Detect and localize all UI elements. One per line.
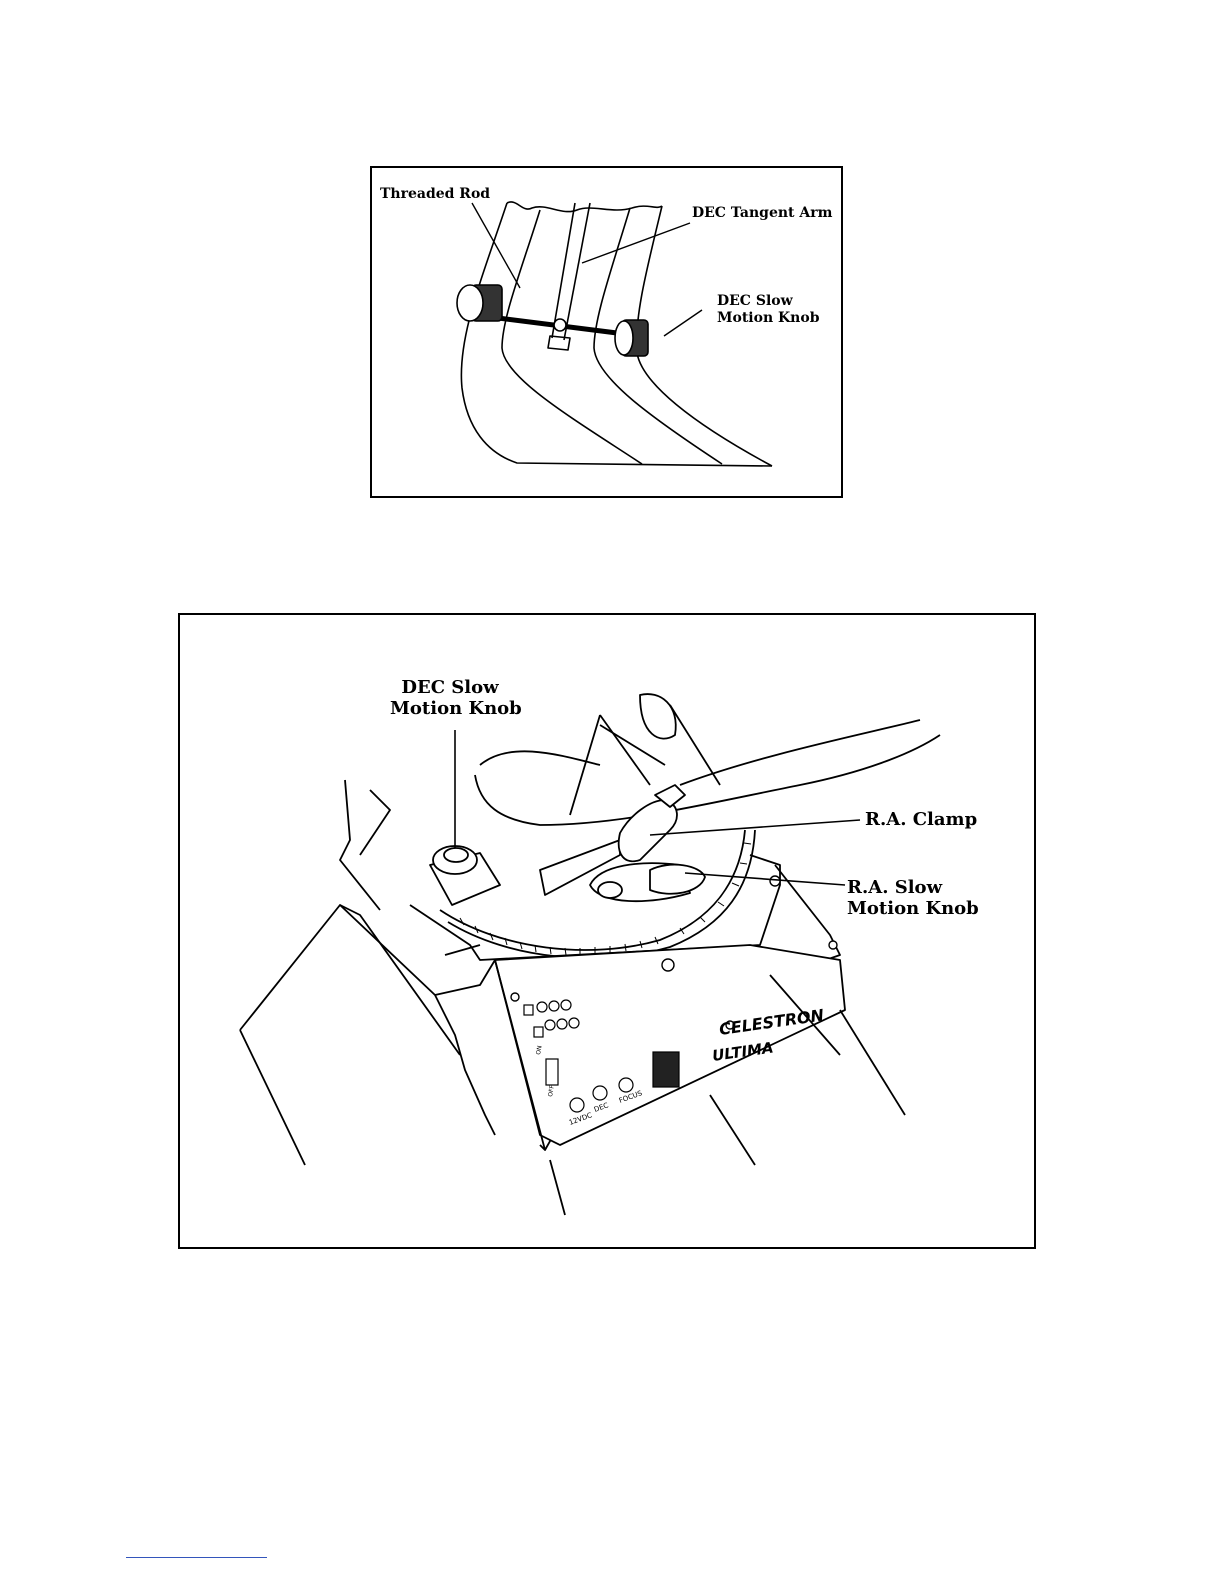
label-ra-slow-motion-knob: R.A. Slow Motion Knob [847, 877, 979, 919]
label-dec-tangent-arm: DEC Tangent Arm [692, 205, 832, 222]
label-ra-clamp: R.A. Clamp [865, 809, 977, 830]
label-dec-slow-motion-knob-2: DEC Slow Motion Knob [390, 677, 510, 719]
label-dec-slow-line2: Motion Knob [390, 698, 510, 719]
label-threaded-rod: Threaded Rod [380, 186, 490, 203]
footnote-separator [126, 1557, 267, 1558]
label-ra-slow-line1: R.A. Slow [847, 877, 979, 898]
label-dec-slow-motion-knob: DEC Slow Motion Knob [717, 293, 819, 327]
label-dec-slow-line2: Motion Knob [717, 310, 819, 327]
label-dec-slow-line1: DEC Slow [717, 293, 819, 310]
label-ra-slow-line2: Motion Knob [847, 898, 979, 919]
figure-mount-controls: CELESTRON ULTIMA 12VDC DEC FOCUS ON OFF … [178, 613, 1036, 1249]
mount-controls-illustration: CELESTRON ULTIMA 12VDC DEC FOCUS ON OFF [180, 615, 1034, 1247]
figure-dec-tangent-arm: Threaded Rod DEC Tangent Arm DEC Slow Mo… [370, 166, 843, 498]
label-dec-slow-line1: DEC Slow [390, 677, 510, 698]
